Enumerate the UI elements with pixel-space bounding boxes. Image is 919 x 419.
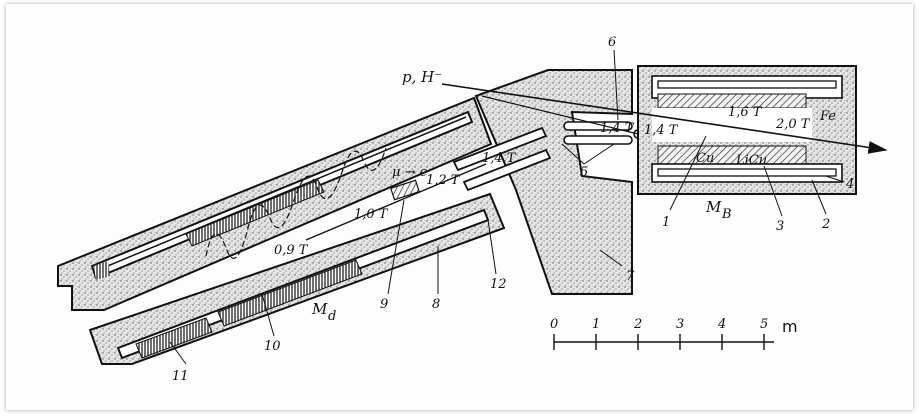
- scale-tick-label: 1: [592, 317, 600, 332]
- scale-tick-label: 3: [676, 317, 684, 332]
- iron-label: Fe: [819, 109, 836, 124]
- part-9: 9: [380, 297, 388, 312]
- mb-label-main: M: [705, 198, 722, 216]
- scale-tick-label: 5: [760, 317, 768, 332]
- part-6: 6: [608, 35, 616, 50]
- part-10: 10: [264, 339, 281, 354]
- scale-bar: 0 1 2 3 4 5: [550, 317, 774, 350]
- part-2: 2: [821, 217, 830, 232]
- part-3: 3: [776, 219, 784, 234]
- field-0-9: 0,9 T: [274, 243, 309, 258]
- scale-tick-label: 2: [633, 317, 642, 332]
- stripe-coil-10: [217, 259, 363, 327]
- field-1-0: 1,0 T: [354, 207, 389, 222]
- part-4: 4: [845, 177, 854, 192]
- beam-label: p, H⁻: [402, 68, 442, 86]
- md-label: M d: [311, 300, 336, 324]
- md-label-main: M: [311, 300, 328, 318]
- part-8: 8: [432, 297, 440, 312]
- decay-label: μ → e: [392, 165, 428, 180]
- field-1-2: 1,2 T: [426, 173, 461, 188]
- field-1-4-left: 1,4 T: [482, 151, 517, 166]
- mb-label: M B: [705, 198, 732, 222]
- crystal-label: LiCu: [735, 153, 767, 168]
- copper-label: Cu: [696, 151, 714, 166]
- guide-coils: [452, 126, 552, 192]
- part-5: 5: [580, 165, 588, 180]
- scale-tick-label: 4: [717, 317, 726, 332]
- part-1: 1: [662, 215, 670, 230]
- field-2-0: 2,0 T: [775, 117, 811, 132]
- muon-trajectory: [205, 147, 387, 259]
- stripe-coil-11: [135, 317, 213, 359]
- part-12: 12: [490, 277, 507, 292]
- stripe-coil-upper: [185, 179, 325, 247]
- beam-line: [441, 83, 888, 154]
- scale-unit: m: [782, 317, 798, 336]
- target-9: [390, 179, 420, 201]
- part-7: 7: [626, 269, 635, 284]
- part-11: 11: [172, 369, 189, 384]
- central-yoke: [474, 69, 633, 295]
- mb-label-sub: B: [721, 207, 732, 222]
- field-1-4-mid: 1,4 T: [600, 121, 635, 136]
- scale-tick-label: 0: [550, 317, 558, 332]
- md-label-sub: d: [328, 309, 336, 324]
- field-1-4-right: 1,4 T: [644, 123, 679, 138]
- leader-lines: [169, 49, 845, 365]
- md-magnet-upper: [57, 96, 493, 311]
- field-1-6: 1,6 T: [728, 105, 763, 120]
